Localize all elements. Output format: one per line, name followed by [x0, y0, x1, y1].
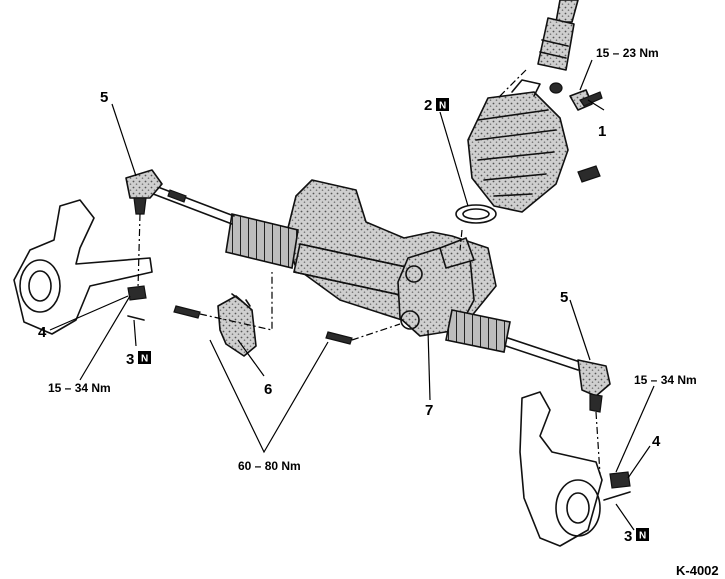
new-part-marker-2: N: [436, 98, 449, 112]
left-cotter-pin: [127, 315, 145, 321]
rack-clamp: [217, 293, 257, 357]
torque-mounting-bolts: 60 – 80 Nm: [238, 459, 301, 473]
callout-7: 7: [425, 402, 433, 419]
right-steering-knuckle: [519, 391, 603, 547]
pinch-bolt: [569, 89, 603, 111]
steering-shaft: [537, 0, 579, 94]
new-part-marker-2-text: N: [439, 101, 446, 112]
left-bellows-boot: [225, 213, 299, 269]
right-tie-rod-end: [577, 359, 611, 413]
callout-3-left: 3: [126, 351, 134, 368]
mounting-bolt-right: [325, 331, 353, 345]
seal-ring: [455, 204, 497, 224]
callout-4-right: 4: [652, 433, 661, 450]
right-cotter-pin: [603, 491, 631, 501]
mounting-bolt-left: [173, 305, 201, 319]
callout-5-left: 5: [100, 89, 108, 106]
boot-screw: [577, 165, 601, 183]
assembly-centerlines: [137, 69, 601, 475]
left-tie-rod: [147, 183, 235, 225]
new-part-marker-3-left: N: [138, 351, 151, 365]
callout-3-right: 3: [624, 528, 632, 545]
left-tie-rod-end: [125, 169, 163, 215]
left-steering-knuckle: [13, 199, 153, 335]
right-tie-rod: [505, 337, 581, 371]
leader-lines: [49, 59, 655, 531]
callout-6: 6: [264, 381, 272, 398]
torque-tie-rod-right: 15 – 34 Nm: [634, 373, 697, 387]
right-castle-nut: [609, 471, 631, 489]
torque-tie-rod-left: 15 – 34 Nm: [48, 381, 111, 395]
callout-4-left: 4: [38, 324, 47, 341]
right-bellows-boot: [445, 309, 511, 353]
new-part-marker-3-left-text: N: [141, 354, 148, 365]
callout-5-right: 5: [560, 289, 568, 306]
pinch-nut: [549, 82, 563, 94]
left-castle-nut: [127, 285, 147, 301]
new-part-marker-3-right-text: N: [639, 531, 646, 542]
figure-reference: K-4002: [676, 563, 719, 578]
column-dust-cover: [467, 79, 569, 213]
callout-2: 2: [424, 97, 432, 114]
new-part-marker-3-right: N: [636, 528, 649, 542]
callout-1: 1: [598, 123, 606, 140]
torque-pinch-bolt: 15 – 23 Nm: [596, 46, 659, 60]
